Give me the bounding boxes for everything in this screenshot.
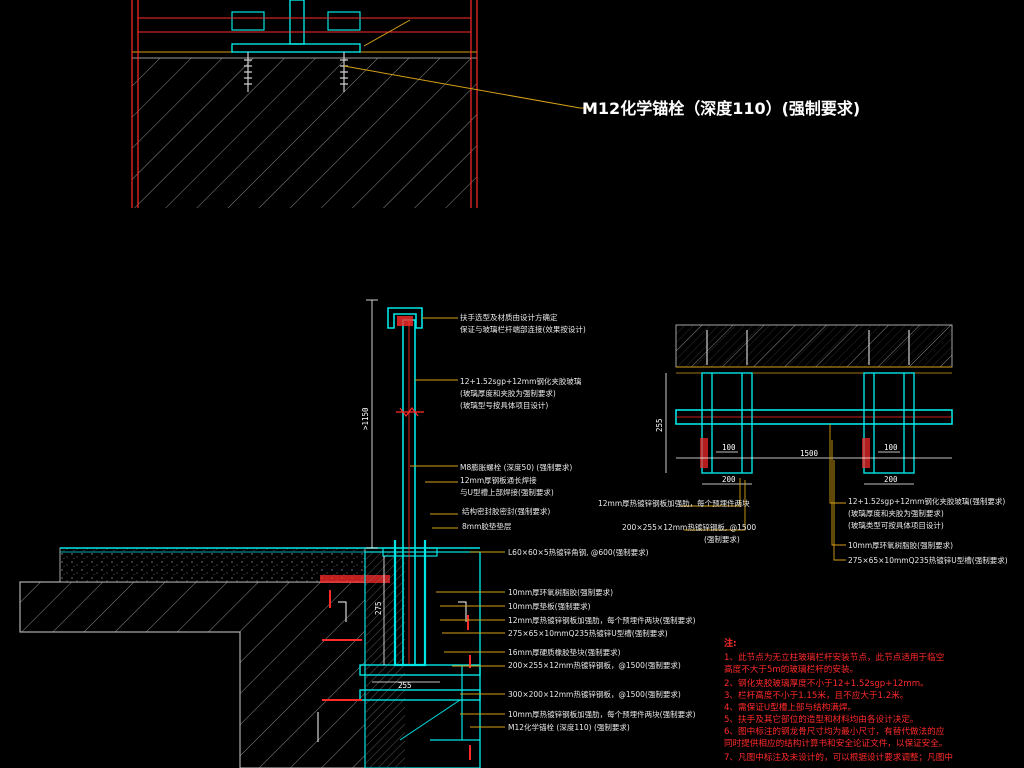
plan-bolts: [706, 330, 910, 365]
dim-plan-width-left: 200: [722, 475, 736, 484]
plan-embed-left: [701, 372, 753, 474]
section-label: 10mm厚垫板(强制要求): [508, 601, 591, 611]
anchor-label: M12化学锚栓（深度110）(强制要求): [582, 99, 860, 118]
dim-u-channel-depth: 275: [374, 601, 383, 615]
side-anchor-bolts: [322, 590, 471, 760]
note-line: 1、此节点为无立柱玻璃栏杆安装节点，此节点适用于临空: [724, 651, 944, 663]
section-label: 结构密封胶密封(强制要求): [462, 506, 550, 516]
note-line: 2、钢化夹胶玻璃厚度不小于12+1.52sgp+12mm。: [724, 677, 929, 689]
section-label: 12mm厚热镀锌钢板加强肋，每个预埋件两块(强制要求): [508, 615, 696, 625]
section-label: 保证与玻璃栏杆端部连接(效果按设计): [460, 324, 586, 334]
section-dimension-lines: [366, 299, 440, 683]
plan-label-left: 12mm厚热镀锌钢板加强肋，每个预埋件两块: [598, 498, 750, 508]
note-line: 7、凡图中标注及未设计的，可以根据设计要求调整；凡图中: [724, 751, 953, 763]
section-label-group: 扶手选型及材质由设计方确定 保证与玻璃栏杆端部连接(效果按设计) 12+1.52…: [460, 312, 696, 732]
section-label: 300×200×12mm热镀锌钢板，@1500(强制要求): [508, 689, 681, 699]
plan-leaders: [680, 424, 846, 561]
plan-label-right: (玻璃厚度和夹胶为强制要求): [848, 508, 944, 518]
section-label: 275×65×10mmQ235热镀锌U型槽(强制要求): [508, 628, 668, 638]
section-label: 与U型槽上部焊接(强制要求): [460, 487, 554, 497]
plan-detail: 255 1500 100 200 100 200 12mm厚热镀锌钢板加强肋，每…: [598, 324, 1008, 565]
section-label: 12mm厚钢板通长焊接: [460, 475, 537, 485]
notes-block: 注: 1、此节点为无立柱玻璃栏杆安装节点，此节点适用于临空 高度不大于5m的玻璃…: [724, 637, 953, 763]
section-markers: [317, 601, 467, 742]
dim-rail-height: >1150: [361, 407, 370, 430]
floor-finish-layer: [59, 547, 366, 583]
section-label: L60×60×5热镀锌角钢, @600(强制要求): [508, 547, 649, 557]
plan-label-left: (强制要求): [704, 534, 740, 544]
section-label: (玻璃型号按具体项目设计): [460, 400, 548, 410]
dim-plan-height: 255: [655, 418, 664, 432]
section-label: 200×255×12mm热镀锌钢板，@1500(强制要求): [508, 660, 681, 670]
section-label: 12+1.52sgp+12mm钢化夹胶玻璃: [460, 376, 582, 386]
dim-plan-gap-right: 100: [884, 443, 898, 452]
note-line: 高度不大于5m的玻璃栏杆的安装。: [724, 663, 858, 675]
concrete-slab-top: [132, 58, 477, 208]
t-bracket: [289, 0, 305, 45]
plan-label-left: 200×255×12mm热镀锌钢板, @1500: [622, 522, 756, 532]
dim-plan-width-right: 200: [884, 475, 898, 484]
section-label: 10mm厚环氧树脂胶(强制要求): [508, 587, 613, 597]
plan-dimension-lines: [665, 373, 952, 485]
top-detail: M12化学锚栓（深度110）(强制要求): [131, 0, 860, 208]
handrail-cap: [387, 307, 423, 329]
dim-plan-spacing: 1500: [800, 449, 819, 458]
plan-label-right: 12+1.52sgp+12mm钢化夹胶玻璃(强制要求): [848, 496, 1005, 506]
section-label: M8膨胀螺栓 (深度50) (强制要求): [460, 462, 572, 472]
weld-plate: [320, 575, 390, 583]
plan-label-right: 275×65×10mmQ235热镀锌U型槽(强制要求): [848, 555, 1008, 565]
structural-slab: [19, 581, 366, 768]
base-plate: [231, 43, 361, 53]
note-line: 5、扶手及其它部位的造型和材料均由各设计决定。: [724, 713, 919, 725]
section-label: 10mm厚热镀锌钢板加强肋，每个预埋件两块(强制要求): [508, 709, 696, 719]
note-line: 3、栏杆高度不小于1.15米，且不应大于1.2米。: [724, 689, 908, 701]
section-label: M12化学锚栓 (深度110) (强制要求): [508, 722, 630, 732]
anchor-bolts: [244, 52, 348, 92]
dim-plate-width: 255: [398, 681, 412, 690]
section-label: 扶手选型及材质由设计方确定: [460, 312, 558, 322]
section-label: 8mm胶垫垫层: [462, 521, 512, 531]
note-line: 同时提供相应的结构计算书和安全论证文件，以保证安全。: [724, 737, 947, 749]
anchor-leader: [343, 65, 581, 109]
notes-heading: 注:: [724, 637, 737, 649]
section-label: (玻璃厚度和夹胶为强制要求): [460, 388, 556, 398]
dim-plan-gap-left: 100: [722, 443, 736, 452]
plan-embed-right: [863, 372, 915, 474]
section-leaders: [410, 317, 505, 728]
note-line: 4、需保证U型槽上部与结构满焊。: [724, 701, 856, 713]
section-label: 16mm厚硬质橡胶垫块(强制要求): [508, 647, 621, 657]
plan-label-right: (玻璃类型可按具体项目设计): [848, 520, 944, 530]
note-line: 6、图中标注的钢龙骨尺寸均为最小尺寸，有替代做法的应: [724, 725, 945, 737]
plan-label-right: 10mm厚环氧树脂胶(强制要求): [848, 540, 953, 550]
main-section: >1150 275 255 扶手选型及材质由设计方确定 保证与玻璃栏杆端部连接(…: [19, 299, 696, 768]
